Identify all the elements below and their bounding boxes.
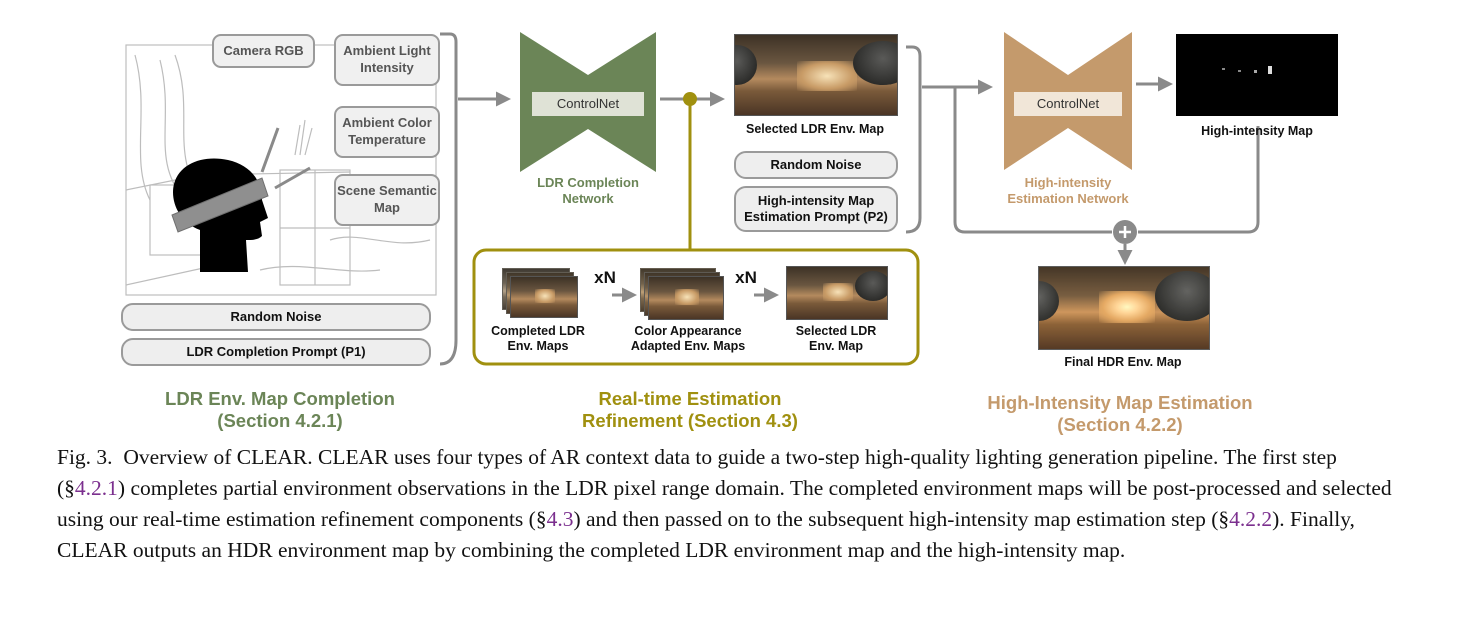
clear-name-1: CLEAR [236, 445, 308, 469]
hi-network-caption: High-intensity Estimation Network [988, 175, 1148, 206]
random-noise-box-mid: Random Noise [734, 151, 898, 179]
caption-text-b: . [307, 445, 318, 469]
completed-ldr-label-line1: Completed LDR [491, 324, 585, 338]
section-title-ldr-line2: (Section 4.2.1) [217, 410, 343, 432]
clear-name-3: CLEAR [57, 538, 128, 562]
caption-text-g: outputs an HDR environment map by combin… [127, 538, 1126, 562]
ldr-network-caption: LDR Completion Network [510, 175, 666, 206]
ldr-network-caption-line2: Network [562, 190, 614, 206]
section-title-refinement-line2: Refinement (Section 4.3) [582, 410, 798, 432]
refinement-node [683, 92, 697, 106]
caption-text-e: ) and then passed on to the subsequent h… [573, 507, 1230, 531]
section-title-refinement: Real-time Estimation Refinement (Section… [550, 388, 830, 432]
refinement-box [472, 248, 920, 366]
hi-prompt-box: High-intensity Map Estimation Prompt (P2… [734, 186, 898, 232]
adapted-env-label-line1: Color Appearance [634, 324, 742, 338]
xn-label-1: xN [594, 268, 616, 287]
caption-text-c: uses four types of AR context data to gu… [57, 445, 1337, 500]
section-title-hi-line2: (Section 4.2.2) [1057, 414, 1183, 436]
hi-network-caption-line1: High-intensity [1024, 175, 1112, 190]
ldr-prompt-box: LDR Completion Prompt (P1) [121, 338, 431, 366]
selected-ldr-image [734, 34, 898, 116]
caption-text-f: ). Finally, [1272, 507, 1355, 531]
adapted-env-stack [640, 268, 750, 322]
section-ref-4-2-2[interactable]: 4.2.2 [1229, 507, 1273, 531]
hi-prompt-line1: High-intensity Map [757, 192, 875, 208]
ldr-network-caption-line1: LDR Completion [537, 175, 639, 190]
completed-ldr-label: Completed LDR Env. Maps [486, 324, 590, 354]
section-title-ldr: LDR Env. Map Completion (Section 4.2.1) [140, 388, 420, 432]
user-head-silhouette [171, 158, 269, 272]
completed-ldr-label-line2: Env. Maps [507, 339, 569, 353]
clear-name-2: CLEAR [317, 445, 389, 469]
section-ref-4-2-1[interactable]: 4.2.1 [74, 476, 118, 500]
bubble-pointer [260, 127, 280, 173]
combine-path-left [953, 87, 1112, 234]
section-title-refinement-line1: Real-time Estimation [598, 388, 782, 409]
camera-rgb-bubble: Camera RGB [212, 34, 315, 68]
random-noise-box-left: Random Noise [121, 303, 431, 331]
left-bracket [439, 32, 458, 366]
section-ref-4-3[interactable]: 4.3 [546, 507, 574, 531]
figure-caption: Fig. 3. Overview of CLEAR. CLEAR uses fo… [57, 442, 1407, 566]
adapted-env-label: Color Appearance Adapted Env. Maps [620, 324, 756, 354]
selected-ldr-small-label: Selected LDR Env. Map [780, 324, 892, 354]
hi-controlnet-label: ControlNet [1014, 92, 1122, 116]
section-title-ldr-line1: LDR Env. Map Completion [165, 388, 395, 409]
section-title-hi-line1: High-Intensity Map Estimation [987, 392, 1253, 413]
final-hdr-image [1038, 266, 1210, 350]
figure-number: Fig. 3. [57, 445, 113, 469]
final-hdr-label: Final HDR Env. Map [1064, 355, 1182, 369]
caption-text-d: ) completes partial environment observat… [57, 476, 1392, 531]
selected-ldr-small-label-line2: Env. Map [809, 339, 863, 353]
bubble-pointer [274, 166, 311, 190]
hi-map-label: High-intensity Map [1201, 124, 1313, 138]
hi-network-caption-line2: Estimation Network [1007, 190, 1129, 206]
selected-ldr-small [786, 266, 888, 320]
ldr-controlnet-label: ControlNet [532, 92, 644, 116]
caption-text-a: Overview of [123, 445, 237, 469]
ambient-light-bubble: Ambient Light Intensity [334, 34, 440, 86]
scene-semantic-bubble: Scene Semantic Map [334, 174, 440, 226]
combine-path-right [1138, 126, 1260, 234]
completed-ldr-stack [502, 268, 612, 322]
hi-prompt-line2: Estimation Prompt (P2) [744, 209, 888, 224]
selected-ldr-small-label-line1: Selected LDR [795, 324, 877, 338]
section-title-hi: High-Intensity Map Estimation (Section 4… [960, 392, 1280, 436]
middle-bracket [905, 45, 922, 234]
ambient-color-temp-bubble: Ambient Color Temperature [334, 106, 440, 158]
adapted-env-label-line2: Adapted Env. Maps [630, 339, 746, 353]
xn-label-2: xN [735, 268, 757, 287]
hi-map-image [1176, 34, 1338, 116]
selected-ldr-label: Selected LDR Env. Map [746, 122, 884, 136]
